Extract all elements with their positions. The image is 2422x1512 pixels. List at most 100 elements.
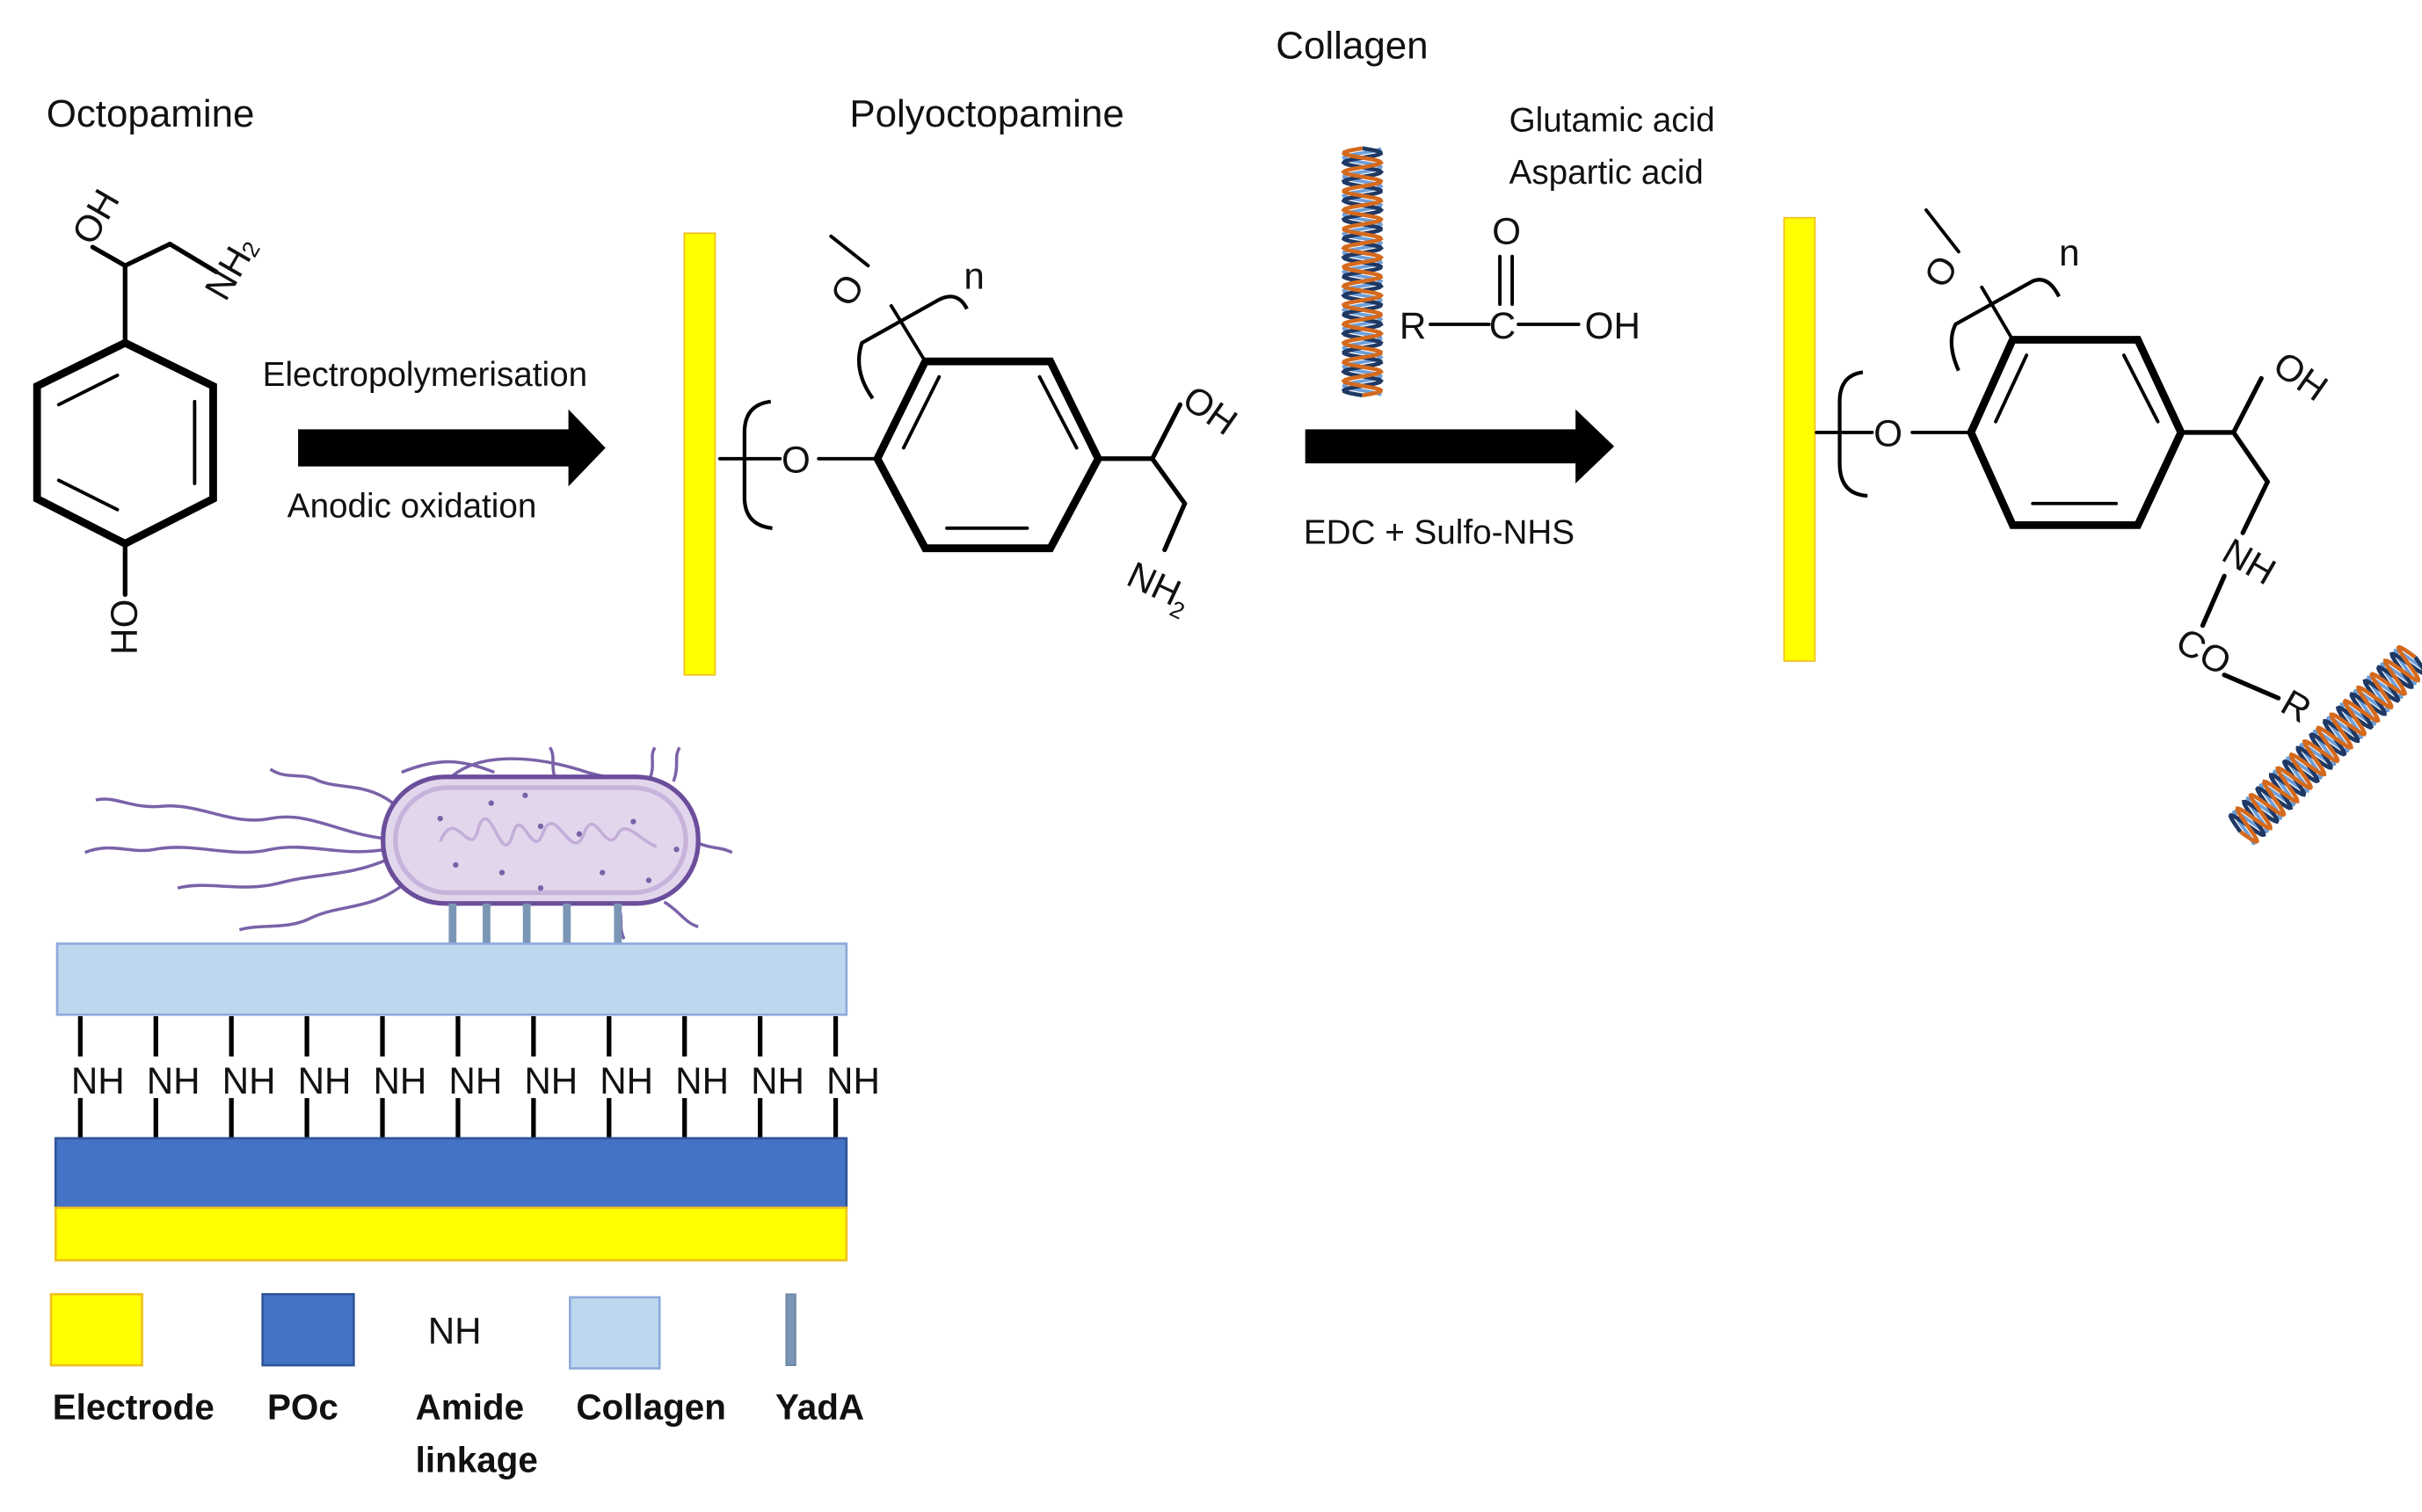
- phenol-hydroxyl-label: OH: [104, 600, 145, 655]
- collagen-reagent-section: Collagen Glutamic acid Aspartic acid O R…: [1276, 25, 1715, 398]
- reaction-arrow-2: EDC + Sulfo-NHS: [1304, 409, 1615, 551]
- amide-nh-label: NH: [71, 1060, 125, 1101]
- surface-oxygen-label: O: [782, 440, 811, 481]
- functionalised-structure: O O n OH NH CO R: [1815, 208, 2335, 731]
- hydroxyl-label: OH: [1585, 305, 1640, 346]
- legend-swatch-yada: [785, 1293, 796, 1366]
- legend-label-yada: YadA: [775, 1387, 864, 1428]
- bond: [122, 241, 172, 268]
- bacterium-membrane: [393, 785, 688, 896]
- reaction2-label-bottom: EDC + Sulfo-NHS: [1304, 513, 1575, 551]
- bacterium-ribosomes: [437, 792, 680, 891]
- amide-linkage: NH: [675, 1016, 729, 1138]
- amide-linkage: NH: [373, 1016, 426, 1138]
- legend-label-amide: Amide: [416, 1387, 524, 1428]
- legend-item-yada: YadA: [775, 1293, 864, 1428]
- ring-double-bond: [1994, 353, 2029, 424]
- hydroxyl-label: OH: [1175, 377, 1245, 443]
- ring-double-bond: [1037, 374, 1079, 450]
- flagellum: [177, 857, 390, 890]
- amide-nh-label: NH: [675, 1060, 729, 1101]
- collagen-layer: [55, 942, 848, 1016]
- collagen-helix-icon: [1341, 146, 1385, 398]
- reaction-arrow-1: Electropolymerisation Anodic oxidation: [263, 356, 606, 526]
- ring-double-bond: [901, 374, 942, 450]
- legend-swatch-electrode: [49, 1292, 143, 1367]
- legend-swatch-poc: [261, 1292, 355, 1367]
- legend-label-amide-line2: linkage: [416, 1439, 538, 1479]
- arrow-right-icon: [298, 409, 606, 487]
- flagellum: [238, 882, 406, 932]
- bond: [829, 234, 870, 268]
- electrode-bar: [1783, 216, 1816, 662]
- electrode-layer: [54, 1206, 848, 1261]
- yada-adhesins: [448, 903, 622, 944]
- legend-item-poc: POc: [261, 1292, 355, 1428]
- amide-linkage: NH: [826, 1016, 880, 1138]
- amide-linkage: NH: [448, 1016, 502, 1138]
- legend-item-electrode: Electrode: [49, 1292, 215, 1428]
- hydroxyl-label: OH: [64, 182, 127, 251]
- helix-strand: [1341, 146, 1385, 398]
- benzene-ring: [33, 338, 217, 549]
- bond: [2240, 479, 2270, 535]
- bond: [1150, 402, 1182, 462]
- carbon-label: C: [1489, 305, 1516, 346]
- bond: [1162, 501, 1188, 553]
- amide-nh-label: NH: [222, 1060, 276, 1101]
- acid-label-aspartic: Aspartic acid: [1509, 154, 1704, 192]
- reaction1-label-bottom: Anodic oxidation: [287, 488, 537, 526]
- legend-item-collagen: Collagen: [569, 1296, 726, 1428]
- arrow-right-icon: [1305, 409, 1615, 483]
- amide-nh-label: NH: [524, 1060, 578, 1101]
- bond: [2222, 672, 2281, 701]
- legend-label-collagen: Collagen: [576, 1387, 726, 1428]
- bond: [1980, 285, 2015, 342]
- amide-nh-label: NH: [600, 1060, 653, 1101]
- amide-linkage: NH: [298, 1016, 351, 1138]
- bond: [1150, 456, 1188, 506]
- collagen-title: Collagen: [1276, 25, 1428, 68]
- amide-nh-label: NH: [448, 1060, 502, 1101]
- bacterium-nucleoid: [439, 817, 658, 848]
- legend-label-poc: POc: [267, 1387, 338, 1428]
- amide-linkage: NH: [600, 1016, 653, 1138]
- chain-oxygen-label: O: [1916, 249, 1966, 294]
- legend-symbol-amide: NH: [428, 1310, 482, 1351]
- benzene-ring: [873, 357, 1103, 553]
- r-group-label: R: [1400, 305, 1426, 346]
- repeat-bracket-top: [856, 294, 969, 400]
- pilus: [663, 900, 699, 928]
- amide-linkage: NH: [147, 1016, 200, 1138]
- electrode-bar: [683, 232, 716, 676]
- amide-nh-label: NH: [751, 1060, 804, 1101]
- repeat-n-label: n: [2059, 232, 2079, 273]
- flagellum: [269, 767, 404, 812]
- amide-linkage: NH: [524, 1016, 578, 1138]
- acid-label-glutamic: Glutamic acid: [1509, 101, 1715, 139]
- amide-linkage: NH: [222, 1016, 276, 1138]
- ring-double-bond: [56, 478, 120, 512]
- polyoctopamine-layer: [54, 1137, 848, 1210]
- bond: [167, 241, 219, 274]
- helix-strand: [2235, 644, 2421, 845]
- bond: [2231, 375, 2264, 435]
- repeat-bracket-left: [742, 399, 773, 530]
- ring-double-bond: [2121, 353, 2160, 424]
- bond: [1924, 208, 1960, 254]
- bond: [2200, 573, 2227, 629]
- amide-linkage: NH: [751, 1016, 804, 1138]
- flagellum: [95, 797, 387, 840]
- amine-label: NH 2: [1121, 554, 1189, 625]
- yada-adhesin: [614, 903, 622, 944]
- amide-linkage: NH: [71, 1016, 125, 1138]
- reaction1-label-top: Electropolymerisation: [263, 356, 587, 394]
- yada-adhesin: [563, 903, 571, 944]
- yada-adhesin: [522, 903, 531, 944]
- legend: Electrode POc NH Amide linkage Collagen …: [49, 1292, 864, 1479]
- bond: [2231, 430, 2270, 484]
- bacterium-flagella: [84, 746, 733, 940]
